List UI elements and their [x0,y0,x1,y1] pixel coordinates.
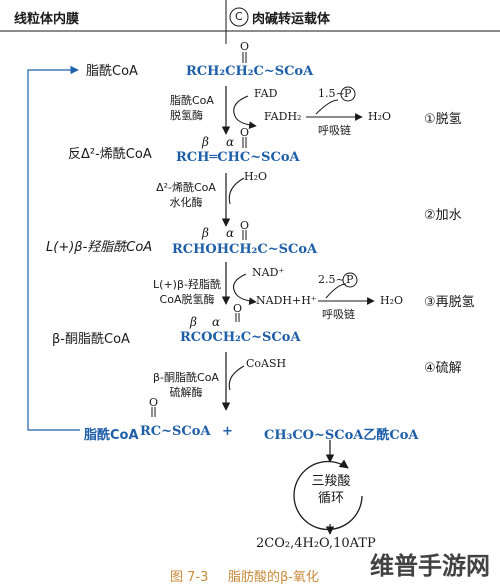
step-dehydrogenation: ①脱氢 [424,112,462,127]
p-circle-2 [342,272,358,288]
acetyl-coa-product: CH₃CO~SCoA乙酰CoA [264,428,419,443]
plus-sign: + [222,424,233,439]
carbonyl-o-5: O [149,396,159,409]
coash-curve [228,365,245,391]
final-products: 2CO₂,4H₂O,10ATP [256,536,376,551]
step-thiolysis: ④硫解 [424,361,462,376]
coash-label: CoASH [246,357,287,370]
ketoacyl-coa-formula: RCOCH₂C~SCoA [180,330,301,345]
beta-label-3: β [190,315,197,329]
figure-number: 图 7-3 [170,570,209,585]
hydroxyacyl-coa-formula: RCHOHCH₂C~SCoA [172,242,318,257]
alpha-label-2: α [226,226,235,240]
enoyl-coa-formula: RCH═CHC~SCoA [176,150,300,165]
fadh2-label: FADH₂ [264,110,302,123]
fad-curve [233,95,257,129]
respiratory-chain-2: 呼吸链 [322,308,355,321]
water-product-2: H₂O [380,294,404,307]
product-acyl-coa-name: 脂酰CoA [84,428,139,443]
tca-cycle-label: 三羧酸 循环 [311,474,351,506]
step-redehydrogenation: ③再脱氢 [424,295,475,310]
water-product-1: H₂O [368,110,392,123]
beta-label-1: β [202,135,209,149]
watermark-text: 维普手游网 [370,552,490,580]
product-acyl-coa-formula: RC~SCoA [140,424,211,439]
carbonyl-o-1: O [240,40,250,53]
enzyme-dehydrogenase: 脂酰CoA 脱氢酶 [170,94,214,122]
h2o-curve [228,177,245,205]
carbonyl-o-4: O [233,302,243,315]
acyl-coa-formula: RCH₂CH₂C~SCoA [186,64,314,79]
atp2-curve [325,283,347,299]
step-hydration: ②加水 [424,208,462,223]
loop-back-line [27,65,80,431]
carrier-circle [229,7,249,27]
enoyl-coa-name: 反Δ²-烯酰CoA [68,147,152,162]
enzyme-thiolase: β-酮脂酰CoA 硫解酶 [153,371,219,399]
atp-yield-2: 2.5~ [318,273,345,286]
carbonyl-o-3: O [240,219,250,232]
hydroxyacyl-coa-name: L(+)β-羟脂酰CoA [46,240,153,255]
carbonyl-bonds [151,52,247,417]
nad-label: NAD⁺ [252,266,285,279]
alpha-label-3: α [212,315,221,329]
nad-curve [233,273,257,305]
carbonyl-o-2: O [240,126,250,139]
matrix-membrane-label: 线粒体内膜 [14,12,80,27]
respiratory-chain-1: 呼吸链 [318,124,351,137]
beta-label-2: β [202,226,209,240]
p-letter-1: P [344,87,352,100]
alpha-label-1: α [226,135,235,149]
p-letter-2: P [346,273,354,286]
fad-label: FAD [254,87,278,100]
acyl-coa-name: 脂酰CoA [86,64,138,79]
ketoacyl-coa-name: β-酮脂酰CoA [52,332,130,347]
p-circle-1 [340,86,356,102]
figure-title: 脂肪酸的β-氧化 [228,570,319,585]
carrier-circle-letter: C [235,10,243,23]
enzyme-hydratase: Δ²-烯酰CoA 水化酶 [156,181,216,209]
nadh-label: NADH+H⁺ [256,294,317,307]
tca-cycle-arrow [293,459,363,531]
carnitine-carrier-label: 肉碱转运载体 [252,12,331,27]
enzyme-hydroxyacyl-dehydrogenase: L(+)β-羟脂酰 CoA脱氢酶 [153,278,221,306]
water-input: H₂O [244,170,268,183]
atp-yield-1: 1.5~ [318,87,345,100]
atp1-curve [315,99,339,115]
